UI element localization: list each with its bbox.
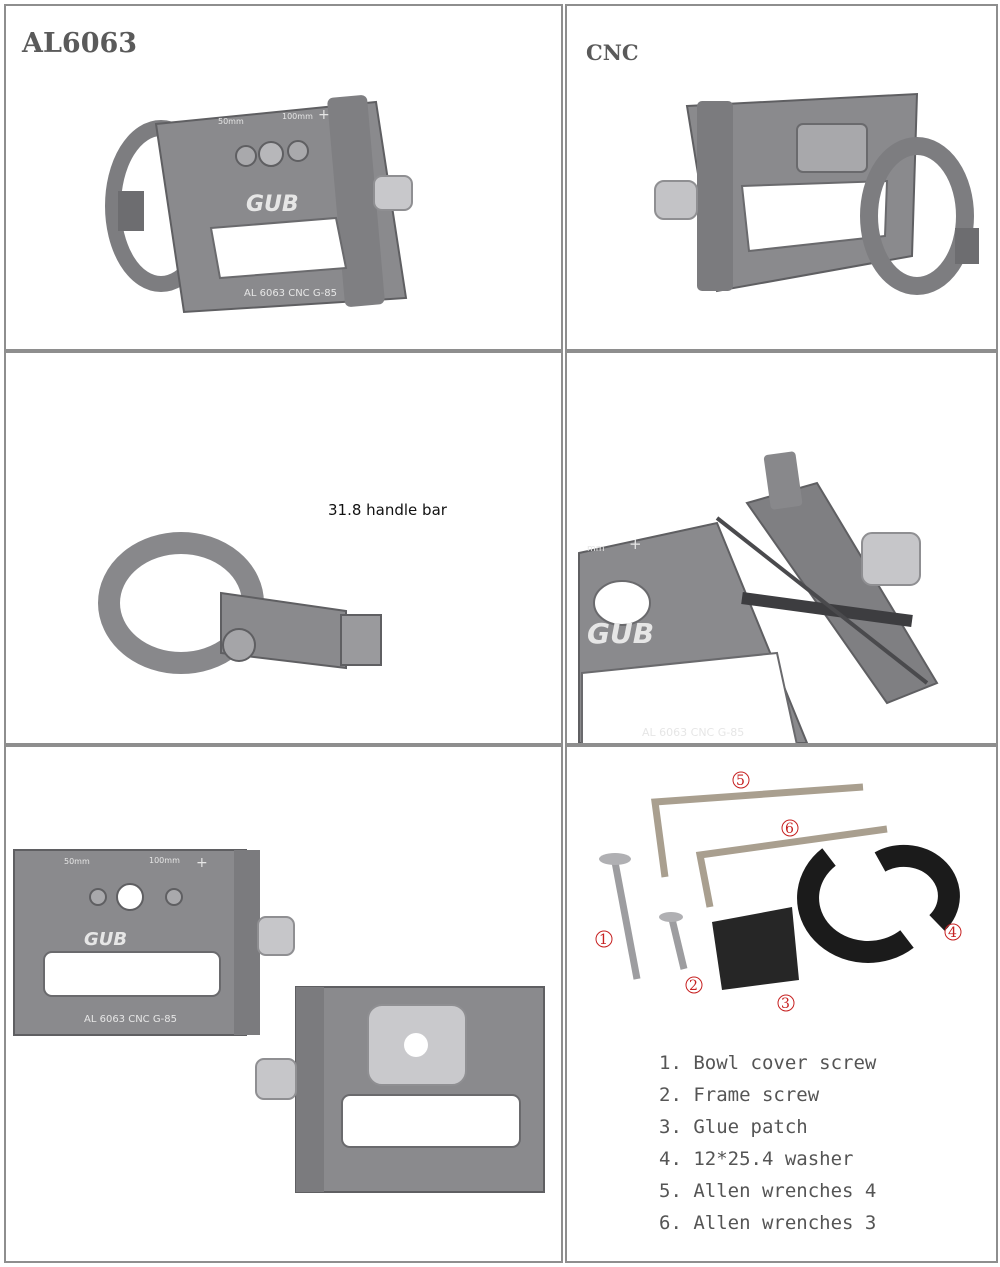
scale-plus-label: + bbox=[318, 107, 330, 123]
scale-plus-label: + bbox=[629, 535, 642, 553]
phone-holder-detail-image: mm + GUB AL 6063 CNC G-85 bbox=[578, 451, 939, 743]
list-item: 4. 12*25.4 washer bbox=[659, 1148, 854, 1170]
list-item: 1. Bowl cover screw bbox=[659, 1052, 877, 1074]
list-item: 6. Allen wrenches 3 bbox=[659, 1212, 877, 1234]
engraving-label: AL 6063 CNC G-85 bbox=[244, 288, 337, 299]
phone-holder-front-image: 50mm 100mm + GUB AL 6063 CNC G-85 bbox=[105, 95, 413, 314]
engraving-label: AL 6063 CNC G-85 bbox=[84, 1014, 177, 1025]
panel-accessories: 1 2 3 4 5 6 1. Bowl cover screw 2. Frame… bbox=[565, 745, 998, 1263]
part-marker-1: 1 bbox=[599, 932, 608, 948]
scale-long-label: 100mm bbox=[149, 856, 180, 865]
engraving-label: AL 6063 CNC G-85 bbox=[642, 726, 744, 739]
part-markers: 1 2 3 4 5 6 bbox=[595, 771, 962, 1012]
panel-clamp-view: 31.8 handle bar bbox=[4, 351, 563, 745]
material-title: AL6063 bbox=[22, 28, 138, 59]
list-item: 2. Frame screw bbox=[659, 1084, 820, 1106]
brand-logo: GUB bbox=[587, 617, 654, 650]
part-marker-2: 2 bbox=[689, 978, 698, 994]
process-title: CNC bbox=[586, 40, 639, 65]
part-marker-3: 3 bbox=[781, 996, 790, 1012]
scale-plus-label: + bbox=[196, 855, 208, 871]
panel-front-view: AL6063 50mm 100mm + GUB AL 6063 CNC G-85 bbox=[4, 4, 563, 351]
panel-two-views: 50mm 100mm + GUB AL 6063 CNC G-85 bbox=[4, 745, 563, 1263]
list-item: 3. Glue patch bbox=[659, 1116, 808, 1138]
brand-logo: GUB bbox=[84, 929, 127, 950]
list-item: 5. Allen wrenches 4 bbox=[659, 1180, 877, 1202]
part-marker-4: 4 bbox=[948, 925, 957, 941]
part-marker-6: 6 bbox=[785, 821, 794, 837]
scale-long-label: 100mm bbox=[282, 112, 313, 121]
panel-back-view: CNC bbox=[565, 4, 998, 351]
accessories-image: 1 2 3 4 5 6 bbox=[595, 771, 962, 1012]
handlebar-caption: 31.8 handle bar bbox=[328, 501, 447, 519]
parts-list: 1. Bowl cover screw 2. Frame screw 3. Gl… bbox=[659, 1047, 876, 1239]
scale-short-label: 50mm bbox=[218, 117, 244, 126]
phone-holder-back-image bbox=[654, 92, 979, 295]
scale-label: mm bbox=[587, 544, 605, 554]
handlebar-clamp-image bbox=[98, 532, 382, 674]
part-marker-5: 5 bbox=[736, 773, 745, 789]
panel-detail-view: mm + GUB AL 6063 CNC G-85 bbox=[565, 351, 998, 745]
phone-holder-pair-image: 50mm 100mm + GUB AL 6063 CNC G-85 bbox=[13, 849, 545, 1193]
brand-logo: GUB bbox=[246, 192, 299, 217]
scale-short-label: 50mm bbox=[64, 857, 90, 866]
